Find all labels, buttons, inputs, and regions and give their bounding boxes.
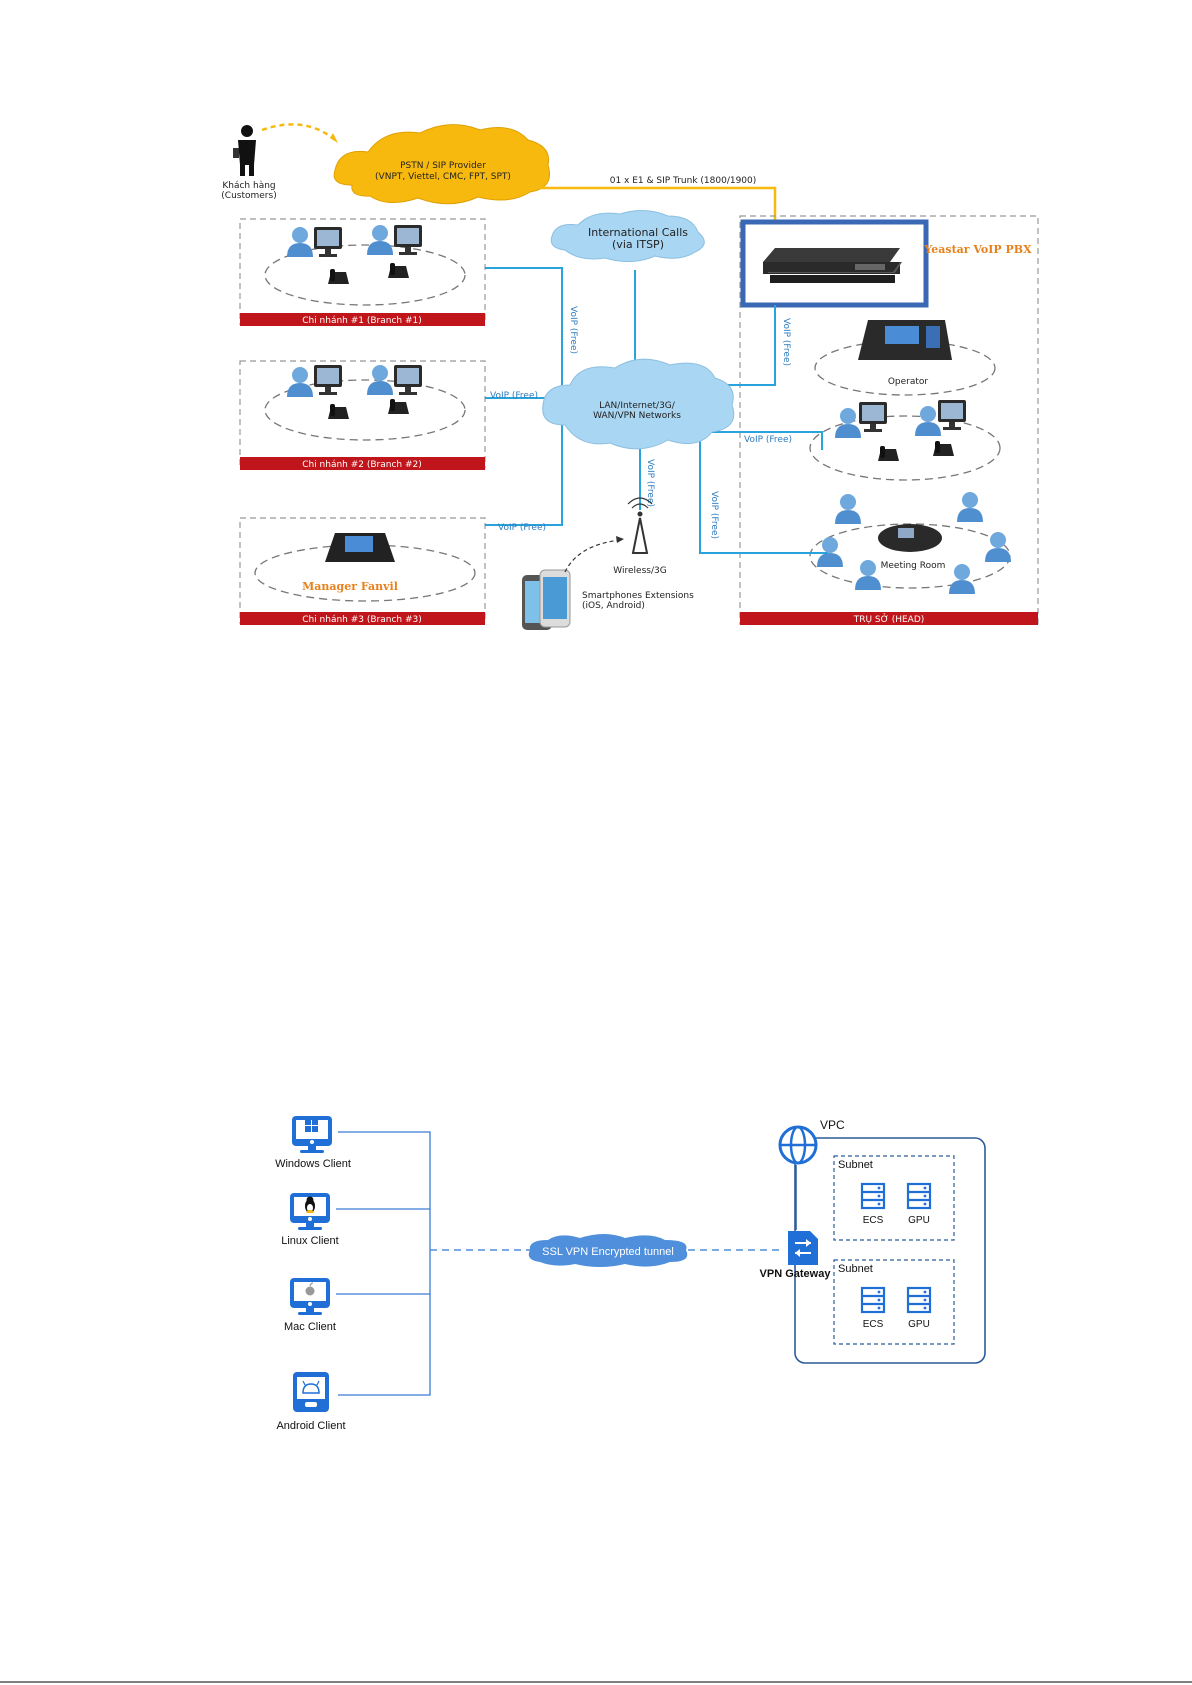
windows-client-label: Windows Client (275, 1158, 351, 1170)
ecs-1-label: ECS (863, 1215, 884, 1226)
lan-cloud (542, 358, 735, 450)
vpn-gateway-label: VPN Gateway (760, 1268, 832, 1280)
android-client-icon (293, 1372, 329, 1412)
vpn-gateway-icon (788, 1231, 818, 1265)
branch-1-label: Chi nhánh #1 (Branch #1) (302, 316, 422, 326)
pbx-device-icon (763, 248, 902, 283)
customer-person-icon (233, 125, 256, 176)
linux-client-label: Linux Client (281, 1235, 338, 1247)
voip-free-label-branch2: VoIP (Free) (490, 391, 538, 401)
voip-free-label-meeting: VoIP (Free) (709, 491, 719, 539)
voip-free-label-branch1: VoIP (Free) (568, 306, 578, 354)
conference-phone-icon (878, 524, 942, 552)
gpu-1-icon (906, 1182, 932, 1210)
pbx-label: Yeastar VoIP PBX (923, 243, 1032, 256)
subnet-2-label: Subnet (838, 1263, 873, 1275)
branch-1-box: Chi nhánh #1 (Branch #1) (239, 218, 486, 326)
manager-label: Manager Fanvil (302, 580, 398, 593)
pstn-providers: (VNPT, Viettel, CMC, FPT, SPT) (375, 172, 511, 182)
vpc-container (794, 1137, 986, 1364)
smartphones-os: (iOS, Android) (582, 601, 645, 611)
subnet-1-label: Subnet (838, 1159, 873, 1171)
ssl-tunnel-cloud (528, 1234, 688, 1267)
voip-diagram: Khách hàng (Customers) PSTN / SIP Provid… (221, 123, 1039, 630)
gpu-2-label: GPU (908, 1319, 930, 1330)
trunk-label: 01 x E1 & SIP Trunk (1800/1900) (610, 176, 757, 186)
smartphones-icon (522, 569, 571, 630)
android-client-label: Android Client (276, 1420, 345, 1432)
operator-label: Operator (888, 377, 929, 387)
ecs-2-label: ECS (863, 1319, 884, 1330)
wireless-label: Wireless/3G (613, 566, 666, 576)
voip-free-label-wireless: VoIP (Free) (645, 459, 655, 507)
voip-free-label-pbx: VoIP (Free) (781, 318, 791, 366)
pstn-title: PSTN / SIP Provider (400, 161, 486, 171)
meeting-room-label: Meeting Room (881, 561, 946, 571)
gpu-2-icon (906, 1286, 932, 1314)
lan-title: LAN/Internet/3G/ (599, 401, 676, 411)
customer-call-arrow (261, 123, 336, 141)
international-calls-cloud (550, 210, 705, 262)
smartphones-label: Smartphones Extensions (582, 591, 694, 601)
voip-free-label-staff: VoIP (Free) (744, 435, 792, 445)
vpc-label: VPC (820, 1118, 845, 1132)
windows-client-icon (292, 1116, 332, 1153)
international-sub: (via ITSP) (612, 238, 664, 251)
voip-free-label-branch3: VoIP (Free) (498, 523, 546, 533)
client-bus-lines (336, 1131, 431, 1396)
gpu-1-label: GPU (908, 1215, 930, 1226)
tunnel-label: SSL VPN Encrypted tunnel (542, 1246, 674, 1258)
globe-icon (778, 1125, 818, 1165)
customer-label-en: (Customers) (221, 191, 276, 201)
manager-phone-icon (325, 533, 395, 562)
branch-3-box: Chi nhánh #3 (Branch #3) Manager Fanvil (239, 517, 486, 625)
mac-client-icon (290, 1278, 330, 1315)
vpn-diagram: Windows Client Linux Client Mac Client A… (275, 1116, 986, 1432)
branch-2-box: Chi nhánh #2 (Branch #2) (239, 360, 486, 470)
head-label: TRỤ SỞ (HEAD) (853, 613, 925, 625)
branch-3-label: Chi nhánh #3 (Branch #3) (302, 615, 422, 625)
subnet-1-box (833, 1155, 955, 1241)
customer-label: Khách hàng (222, 181, 275, 191)
pstn-cloud (333, 124, 550, 205)
trunk-line (540, 186, 777, 222)
head-office-box: TRỤ SỞ (HEAD) Yeastar VoIP PBX Operator (739, 215, 1039, 625)
ecs-1-icon (860, 1182, 886, 1210)
international-title: International Calls (588, 226, 688, 239)
linux-client-icon (290, 1193, 330, 1230)
ecs-2-icon (860, 1286, 886, 1314)
operator-phone-icon (858, 320, 952, 360)
mac-client-label: Mac Client (284, 1321, 336, 1333)
lan-sub: WAN/VPN Networks (593, 411, 681, 421)
wireless-antenna-icon (627, 497, 653, 554)
subnet-2-box (833, 1259, 955, 1345)
branch-2-label: Chi nhánh #2 (Branch #2) (302, 460, 422, 470)
